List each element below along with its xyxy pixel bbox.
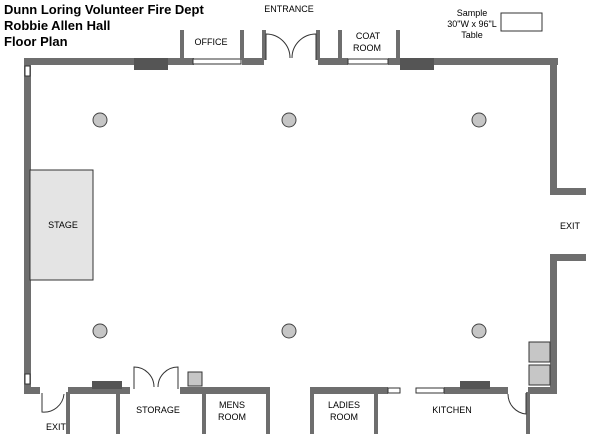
stage (29, 169, 94, 281)
top-wall-entrance-right (318, 58, 348, 65)
bottom-wall-d (444, 387, 508, 394)
right-exit-jog-top (550, 188, 586, 195)
label-office: OFFICE (195, 37, 228, 47)
storage-double-door (133, 366, 179, 389)
outer-walls (24, 58, 586, 394)
left-wall-mark-bottom (24, 373, 31, 385)
column (92, 323, 108, 339)
label-mens-room-line1: MENS (219, 400, 245, 410)
bottom-jamb-2 (460, 381, 490, 389)
label-exit-right: EXIT (560, 221, 581, 231)
labels: ENTRANCE OFFICE COAT ROOM Sample 30"W x … (46, 4, 581, 432)
right-wall-upper (550, 58, 557, 193)
bottom-wall-left (24, 387, 40, 394)
label-mens-room-line2: ROOM (218, 412, 246, 422)
top-wall-left (24, 58, 194, 65)
upper-room-walls (180, 30, 400, 60)
appliance-upper (528, 341, 551, 363)
plan-title-line1: Dunn Loring Volunteer Fire Dept (4, 2, 204, 17)
plan-title-line3: Floor Plan (4, 34, 68, 49)
kitchen-window-a (387, 387, 401, 394)
label-stage: STAGE (48, 220, 78, 230)
left-wall-mark-top (24, 65, 31, 77)
left-wall (24, 58, 31, 394)
column (471, 323, 487, 339)
sample-table-line3: Table (461, 30, 483, 40)
office-window (192, 58, 242, 65)
column (92, 112, 108, 128)
bottom-wall-c (310, 387, 388, 394)
label-storage: STORAGE (136, 405, 180, 415)
right-exit-jog-bottom (550, 254, 586, 261)
bottom-wall-b (180, 387, 270, 394)
label-coat-room-line1: COAT (356, 31, 381, 41)
bottom-wall-e (528, 387, 557, 394)
label-entrance: ENTRANCE (264, 4, 314, 14)
top-jamb-2 (400, 58, 434, 70)
label-ladies-room-line1: LADIES (328, 400, 360, 410)
right-wall-lower (550, 254, 557, 394)
label-coat-room-line2: ROOM (353, 43, 381, 53)
column (281, 112, 297, 128)
entrance-door-left (265, 33, 291, 60)
plan-title-line2: Robbie Allen Hall (4, 18, 111, 33)
entrance-double-door (265, 33, 317, 60)
kitchen-appliances (528, 341, 551, 386)
storage-box (187, 371, 203, 387)
wall-openings (24, 58, 445, 394)
label-kitchen: KITCHEN (432, 405, 472, 415)
top-jamb-1 (134, 58, 168, 70)
column (471, 112, 487, 128)
bottom-jamb-1 (92, 381, 122, 389)
lower-room-walls (66, 392, 530, 434)
kitchen-window-b (415, 387, 445, 394)
sample-table (500, 12, 543, 32)
appliance-lower (528, 364, 551, 386)
storage-door-right (157, 366, 179, 389)
label-ladies-room-line2: ROOM (330, 412, 358, 422)
top-wall-office-right (242, 58, 264, 65)
column (281, 323, 297, 339)
sample-table-line1: Sample (457, 8, 488, 18)
sample-table-line2: 30"W x 96"L (447, 19, 496, 29)
exit-door-bottom-left (41, 393, 65, 413)
entrance-door-right (291, 33, 317, 60)
coat-window (347, 58, 389, 65)
kitchen-door (507, 393, 527, 415)
storage-door-left (133, 366, 155, 389)
columns (92, 112, 487, 339)
top-wall-right (388, 58, 558, 65)
bottom-wall-a (68, 387, 130, 394)
label-exit-bottom-left: EXIT (46, 422, 67, 432)
